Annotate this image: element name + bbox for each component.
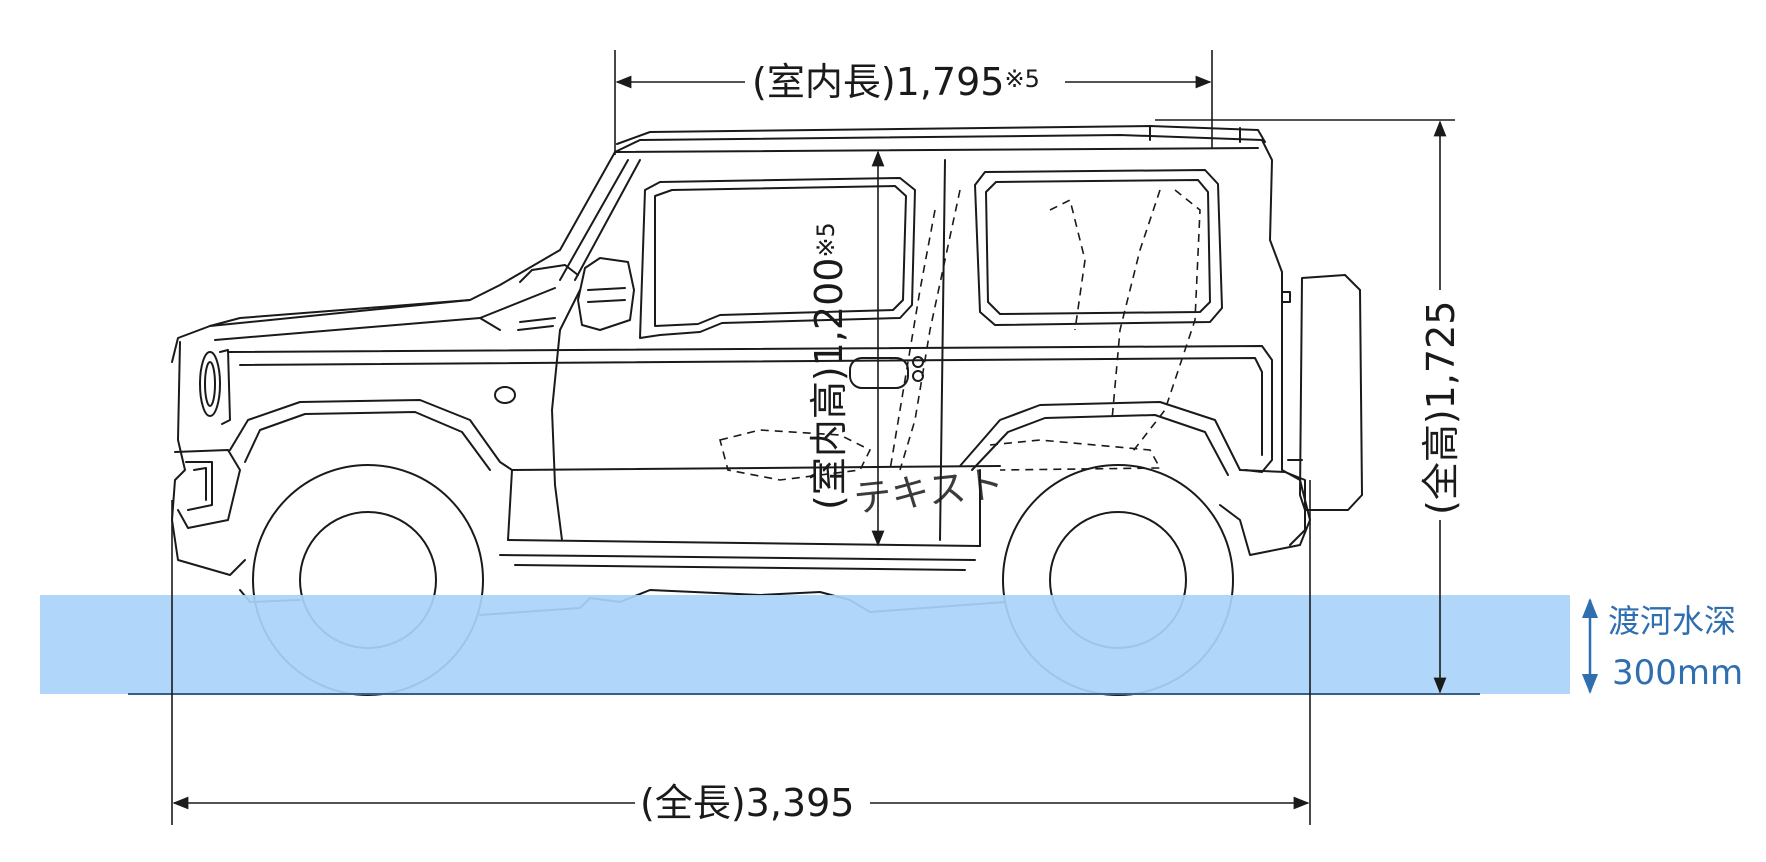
interior-height-value: 1,200 (807, 258, 851, 367)
interior-length-value: 1,795 (896, 60, 1005, 104)
overall-length-name: (全長) (640, 781, 746, 825)
overall-length-label: (全長)3,395 (640, 781, 854, 825)
interior-height-name: (室内高) (807, 366, 851, 510)
overall-length-value: 3,395 (746, 781, 855, 825)
interior-length-name: (室内長) (752, 60, 896, 104)
interior-length-label: (室内長)1,795※5 (752, 60, 1040, 104)
wading-depth-title: 渡河水深 (1608, 602, 1736, 640)
interior-length-note: ※5 (1004, 65, 1039, 93)
vehicle-side-view (171, 125, 1363, 696)
overall-height-value: 1,725 (1419, 301, 1463, 410)
overall-height-label: (全高)1,725 (1419, 301, 1463, 515)
interior-height-label: (室内高)1,200※5 (807, 222, 851, 510)
wading-depth-value: 300mm (1612, 653, 1743, 693)
overall-height-name: (全高) (1419, 409, 1463, 515)
seat-outline-dashed (719, 189, 1201, 481)
dimension-lines (171, 50, 1455, 825)
interior-height-note: ※5 (812, 222, 840, 257)
watermark-text: テキスト (851, 461, 1006, 521)
wading-water-band (40, 595, 1570, 694)
